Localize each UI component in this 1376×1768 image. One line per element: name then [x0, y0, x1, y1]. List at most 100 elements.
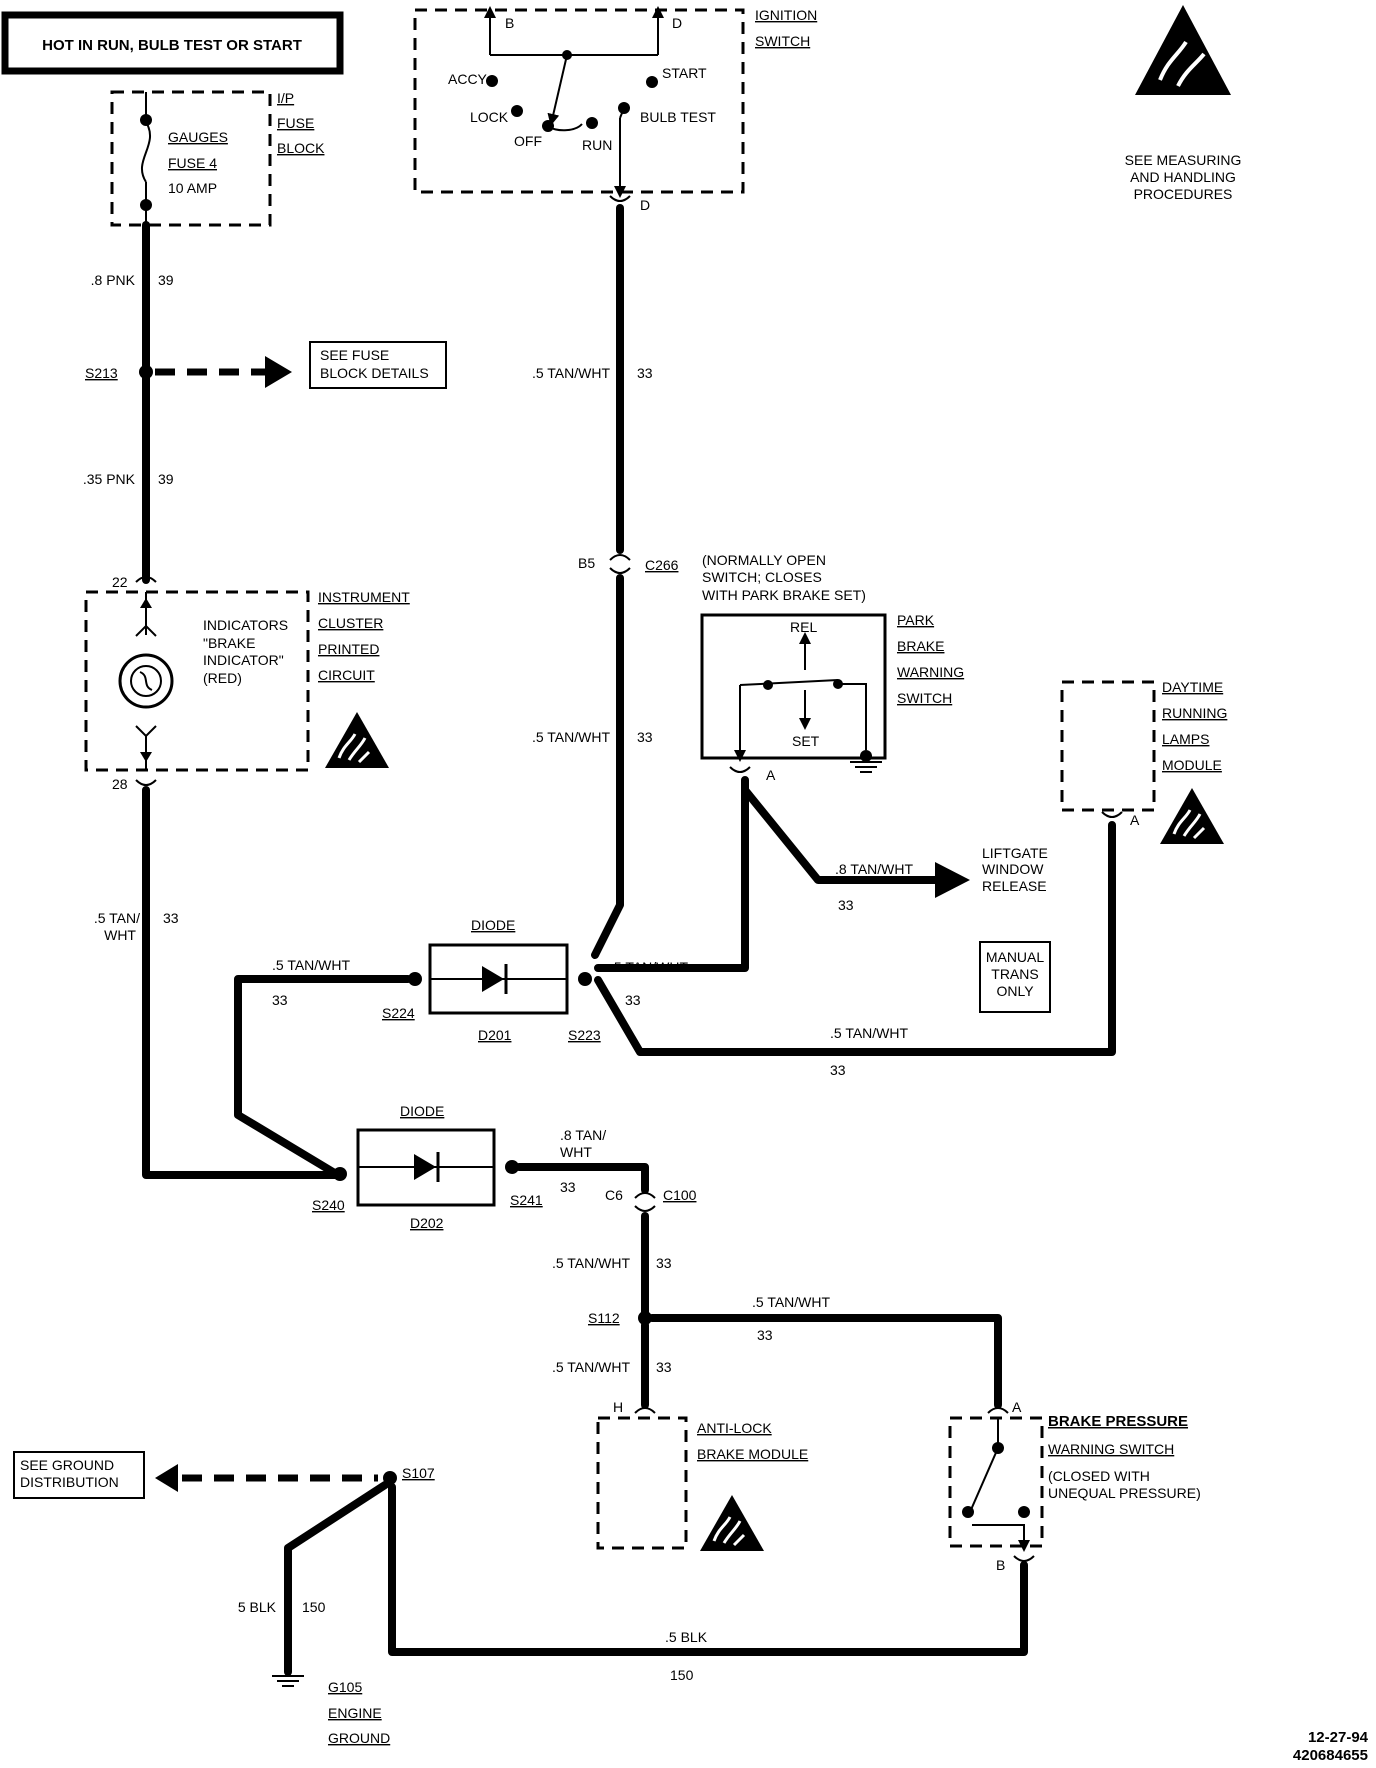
fuse-details-ref-2: BLOCK DETAILS — [320, 365, 429, 381]
brake-pressure-switch: A B BRAKE PRESSURE WARNING SWITCH (CLOSE… — [948, 1399, 1201, 1573]
g105-wire-gauge: 5 BLK — [238, 1599, 277, 1615]
c100-wire-circuit: 33 — [656, 1255, 672, 1271]
liftgate-label-1: LIFTGATE — [982, 845, 1048, 861]
c266-wire-circuit: 33 — [637, 729, 653, 745]
power-source-box: HOT IN RUN, BULB TEST OR START — [1, 11, 344, 75]
wire-s223-to-drl — [594, 821, 1116, 1056]
g105-label-1: G105 — [328, 1679, 362, 1695]
cluster-out-gauge-1: .5 TAN/ — [94, 910, 140, 926]
diode-d202: DIODE S240 D202 S241 — [312, 1103, 543, 1231]
c266-name: C266 — [645, 557, 679, 573]
esd-icon-cluster — [323, 710, 391, 770]
pressure-note-1: (CLOSED WITH — [1048, 1468, 1150, 1484]
splice-s223 — [578, 972, 592, 986]
park-brake-switch: (NORMALLY OPEN SWITCH; CLOSES WITH PARK … — [700, 552, 964, 783]
splice-s241 — [505, 1160, 519, 1174]
drl-wire-circuit: 33 — [830, 1062, 846, 1078]
park-note-2: SWITCH; CLOSES — [702, 569, 822, 585]
indicator-label-2: "BRAKE — [203, 635, 255, 651]
ignition-pos-run: RUN — [582, 137, 612, 153]
wire-c266-to-s223 — [591, 574, 624, 959]
ground-distribution-ref: SEE GROUND DISTRIBUTION — [13, 1451, 378, 1499]
esd-note-3: PROCEDURES — [1134, 186, 1233, 202]
park-terminal-a: A — [766, 767, 776, 783]
pressure-gnd-wire-circuit: 150 — [670, 1667, 694, 1683]
s241-wire-circuit: 33 — [560, 1179, 576, 1195]
d201-title: DIODE — [471, 917, 515, 933]
wire-label-pnk-8: .8 PNK — [91, 272, 136, 288]
park-note-1: (NORMALLY OPEN — [702, 552, 826, 568]
ignition-pos-off: OFF — [514, 133, 542, 149]
cluster-title-3: PRINTED — [318, 641, 379, 657]
liftgate-arrow — [935, 862, 970, 898]
park-title-3: WARNING — [897, 664, 964, 680]
wire-s224-to-s240 — [234, 975, 412, 1179]
manual-trans-3: ONLY — [996, 983, 1034, 999]
diode-d201: DIODE D201 S224 S223 — [382, 917, 601, 1043]
wire-circuit-39-b: 39 — [158, 471, 174, 487]
s223-label: S223 — [568, 1027, 601, 1043]
ignition-terminal-d: D — [672, 15, 682, 31]
splice-s224 — [408, 972, 422, 986]
fuse-number: FUSE 4 — [168, 155, 217, 171]
cluster-title-1: INSTRUMENT — [318, 589, 410, 605]
liftgate-label-3: RELEASE — [982, 878, 1047, 894]
park-rel-label: REL — [790, 619, 817, 635]
fuse-block-title-1: I/P — [277, 90, 294, 106]
fuse-rating: 10 AMP — [168, 180, 217, 196]
wire-s241-to-c100 — [515, 1163, 649, 1194]
esd-icon-abs — [698, 1493, 766, 1553]
wire-park-to-s223 — [594, 776, 749, 972]
c266-pin: B5 — [578, 555, 595, 571]
s112-down-gauge: .5 TAN/WHT — [552, 1359, 630, 1375]
pressure-gnd-wire-gauge: .5 BLK — [665, 1629, 708, 1645]
cluster-title-2: CLUSTER — [318, 615, 383, 631]
s112-down-circuit: 33 — [656, 1359, 672, 1375]
cluster-pin-22: 22 — [112, 574, 128, 590]
wire-s112-to-pressure — [648, 1314, 1002, 1409]
cluster-out-gauge-2: WHT — [104, 927, 136, 943]
d202-title: DIODE — [400, 1103, 444, 1119]
splice-s213-label: S213 — [85, 365, 118, 381]
s112-label: S112 — [588, 1310, 620, 1326]
indicator-label-1: INDICATORS — [203, 617, 288, 633]
park-note-3: WITH PARK BRAKE SET) — [702, 587, 866, 603]
g105-label-3: GROUND — [328, 1730, 390, 1746]
manual-trans-2: TRANS — [991, 966, 1038, 982]
park-title-4: SWITCH — [897, 690, 952, 706]
esd-note-1: SEE MEASURING — [1125, 152, 1242, 168]
connector-c100: C6 C100 — [605, 1187, 697, 1212]
park-title-2: BRAKE — [897, 638, 944, 654]
splice-s213: S213 SEE FUSE BLOCK DETAILS — [85, 341, 447, 389]
s112-right-circuit: 33 — [757, 1327, 773, 1343]
ground-ref-1: SEE GROUND — [20, 1457, 114, 1473]
cluster-out-circuit: 33 — [163, 910, 179, 926]
pressure-title-1: BRAKE PRESSURE — [1048, 1413, 1188, 1430]
ignition-pos-bulb-test: BULB TEST — [640, 109, 716, 125]
ignition-terminal-b: B — [505, 15, 514, 31]
wire-s107-to-g105 — [284, 1481, 389, 1676]
drl-title-3: LAMPS — [1162, 731, 1209, 747]
pressure-title-2: WARNING SWITCH — [1048, 1441, 1174, 1457]
fuse-name: GAUGES — [168, 129, 228, 145]
ground-symbol-g105 — [271, 1675, 305, 1687]
s223-right-circuit: 33 — [625, 992, 641, 1008]
esd-icon-drl — [1158, 786, 1226, 846]
s241-wire-gauge-1: .8 TAN/ — [560, 1127, 606, 1143]
wire-cluster-to-s240 — [142, 786, 342, 1179]
wire-s107-to-pressure — [388, 1483, 1028, 1656]
park-set-label: SET — [792, 733, 820, 749]
c100-name: C100 — [663, 1187, 697, 1203]
fuse-details-ref-1: SEE FUSE — [320, 347, 389, 363]
drl-terminal: A — [1130, 812, 1140, 828]
manual-trans-1: MANUAL — [986, 949, 1045, 965]
ignition-switch: B D ACCY LOCK OFF RUN START BULB TEST IG… — [413, 6, 817, 213]
ignition-pos-accy: ACCY — [448, 71, 488, 87]
s241-label: S241 — [510, 1192, 543, 1208]
power-source-label: HOT IN RUN, BULB TEST OR START — [42, 37, 302, 54]
d202-name: D202 — [410, 1215, 444, 1231]
c266-wire-gauge: .5 TAN/WHT — [532, 729, 610, 745]
s241-wire-gauge-2: WHT — [560, 1144, 592, 1160]
ignition-pos-start: START — [662, 65, 707, 81]
